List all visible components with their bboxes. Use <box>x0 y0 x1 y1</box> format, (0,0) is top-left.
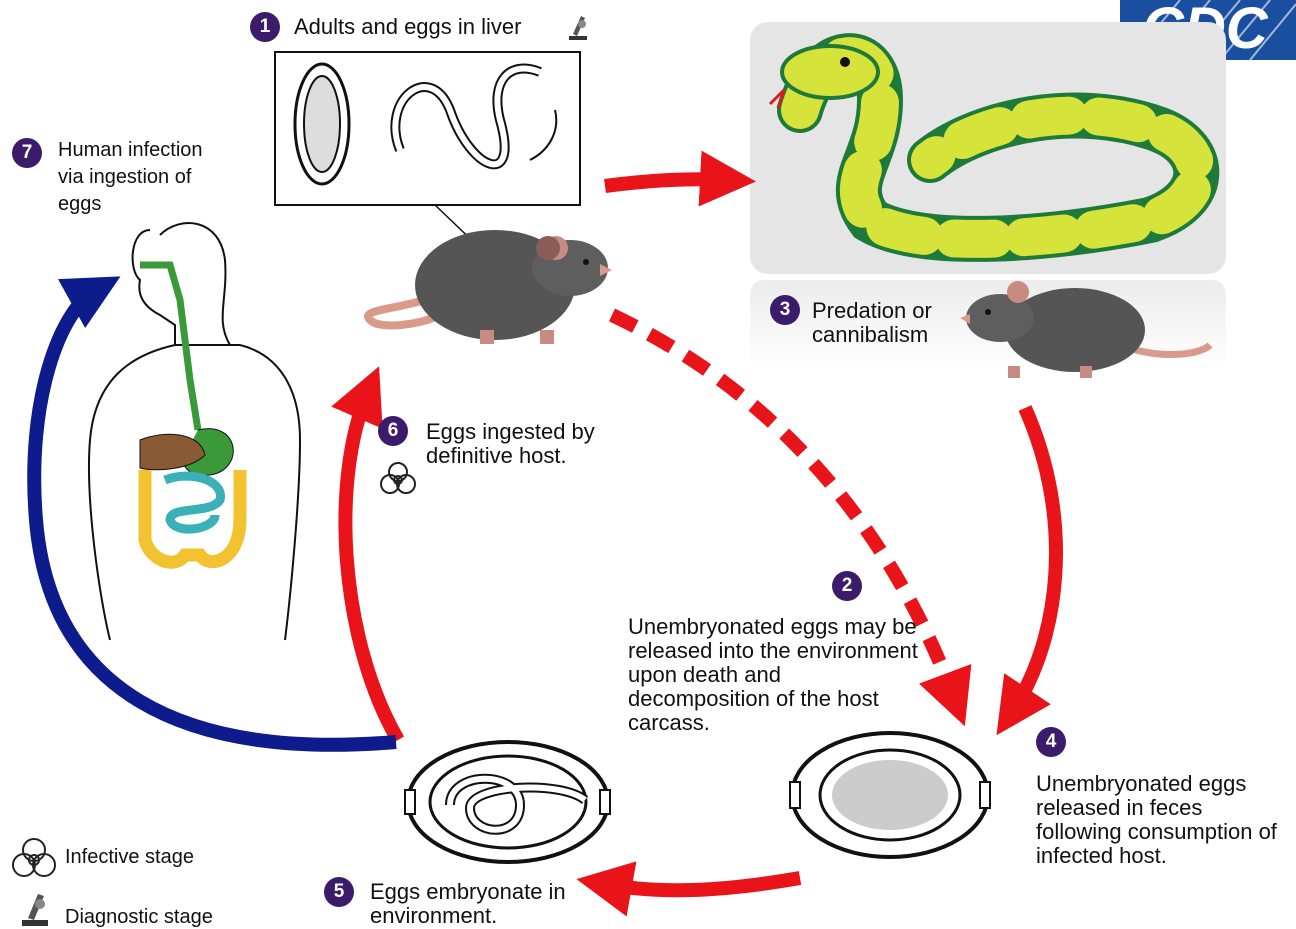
colon <box>145 470 240 562</box>
step-5-badge: 5 <box>324 877 354 907</box>
arrow-4-to-5 <box>604 878 800 890</box>
step-4-badge: 4 <box>1036 727 1066 757</box>
step-5-label: Eggs embryonate in environment. <box>370 880 580 928</box>
step-7-badge: 7 <box>12 138 42 168</box>
small-intestine <box>165 476 220 529</box>
step-3-label: Predation or cannibalism <box>812 299 962 347</box>
step-6-badge: 6 <box>378 416 408 446</box>
rat-definitive-host <box>368 230 612 344</box>
human-figure <box>89 223 300 640</box>
legend-biohazard-icon <box>13 839 55 876</box>
step-6-label: Eggs ingested by definitive host. <box>426 420 626 468</box>
snake-predator <box>770 46 1196 239</box>
legend-infective-label: Infective stage <box>65 845 194 869</box>
biohazard-icon <box>381 463 415 493</box>
esophagus <box>140 265 198 430</box>
step-2-label: Unembryonated eggs may be released into … <box>628 615 918 735</box>
adults-and-eggs-illustration <box>275 52 580 205</box>
legend-microscope-icon <box>22 894 48 926</box>
step-7-label: Human infection via ingestion of eggs <box>58 137 228 218</box>
microscope-icon <box>569 16 587 40</box>
arrow-1-to-3 <box>605 179 728 186</box>
step-2-badge: 2 <box>832 571 862 601</box>
unembryonated-egg-illustration <box>790 733 990 857</box>
arrow-3-to-4 <box>1012 408 1056 712</box>
step-3-badge: 3 <box>770 295 800 325</box>
step-1-badge: 1 <box>250 12 280 42</box>
step-1-label: Adults and eggs in liver <box>294 15 521 39</box>
embryonated-egg-illustration <box>405 742 610 862</box>
legend-diagnostic-label: Diagnostic stage <box>65 905 213 929</box>
rat-cannibal <box>960 281 1210 378</box>
step-4-label: Unembryonated eggs released in feces fol… <box>1036 772 1294 868</box>
